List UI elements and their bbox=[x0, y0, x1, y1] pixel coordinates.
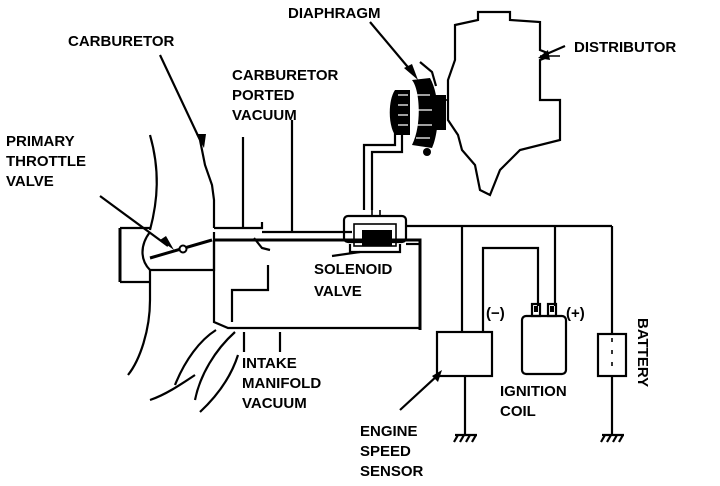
wiring bbox=[406, 224, 614, 334]
battery bbox=[596, 332, 628, 443]
label-intake-manifold-vacuum-2: MANIFOLD bbox=[242, 375, 321, 392]
diaphragm-vacuum-hose bbox=[362, 130, 404, 210]
label-engine-speed-sensor-3: SENSOR bbox=[360, 463, 424, 480]
ignition-coil bbox=[520, 302, 568, 376]
label-engine-speed-sensor-2: SPEED bbox=[360, 443, 411, 460]
leader-lines bbox=[99, 21, 566, 411]
label-carburetor: CARBURETOR bbox=[68, 33, 175, 50]
label-ignition-coil-2: COIL bbox=[500, 403, 536, 420]
label-battery: BATTERY bbox=[634, 318, 651, 387]
label-ignition-coil-1: IGNITION bbox=[500, 383, 567, 400]
label-primary-throttle-valve-1: PRIMARY bbox=[6, 133, 75, 150]
label-carb-ported-vacuum-2: PORTED bbox=[232, 87, 295, 104]
label-intake-manifold-vacuum-3: VACUUM bbox=[242, 395, 307, 412]
carburetor-ported-vacuum-line bbox=[241, 120, 352, 234]
text-labels: CARBURETOR DIAPHRAGM DISTRIBUTOR CARBURE… bbox=[6, 5, 676, 480]
label-solenoid-valve-1: SOLENOID bbox=[314, 261, 393, 278]
solenoid-valve bbox=[342, 210, 408, 254]
diaphragm bbox=[389, 61, 446, 156]
label-intake-manifold-vacuum-1: INTAKE bbox=[242, 355, 297, 372]
label-coil-minus: (−) bbox=[486, 305, 505, 322]
intake-manifold bbox=[149, 237, 422, 413]
label-primary-throttle-valve-2: THROTTLE bbox=[6, 153, 86, 170]
primary-throttle-valve bbox=[149, 238, 213, 260]
label-diaphragm: DIAPHRAGM bbox=[288, 5, 381, 22]
label-carb-ported-vacuum-3: VACUUM bbox=[232, 107, 297, 124]
label-solenoid-valve-2: VALVE bbox=[314, 283, 362, 300]
distributor bbox=[446, 10, 562, 197]
label-engine-speed-sensor-1: ENGINE bbox=[360, 423, 418, 440]
carburetor-body bbox=[118, 134, 264, 376]
label-primary-throttle-valve-3: VALVE bbox=[6, 173, 54, 190]
label-distributor: DISTRIBUTOR bbox=[574, 39, 676, 56]
engine-speed-sensor bbox=[435, 330, 494, 443]
label-carb-ported-vacuum-1: CARBURETOR bbox=[232, 67, 339, 84]
label-coil-plus: (+) bbox=[566, 305, 585, 322]
